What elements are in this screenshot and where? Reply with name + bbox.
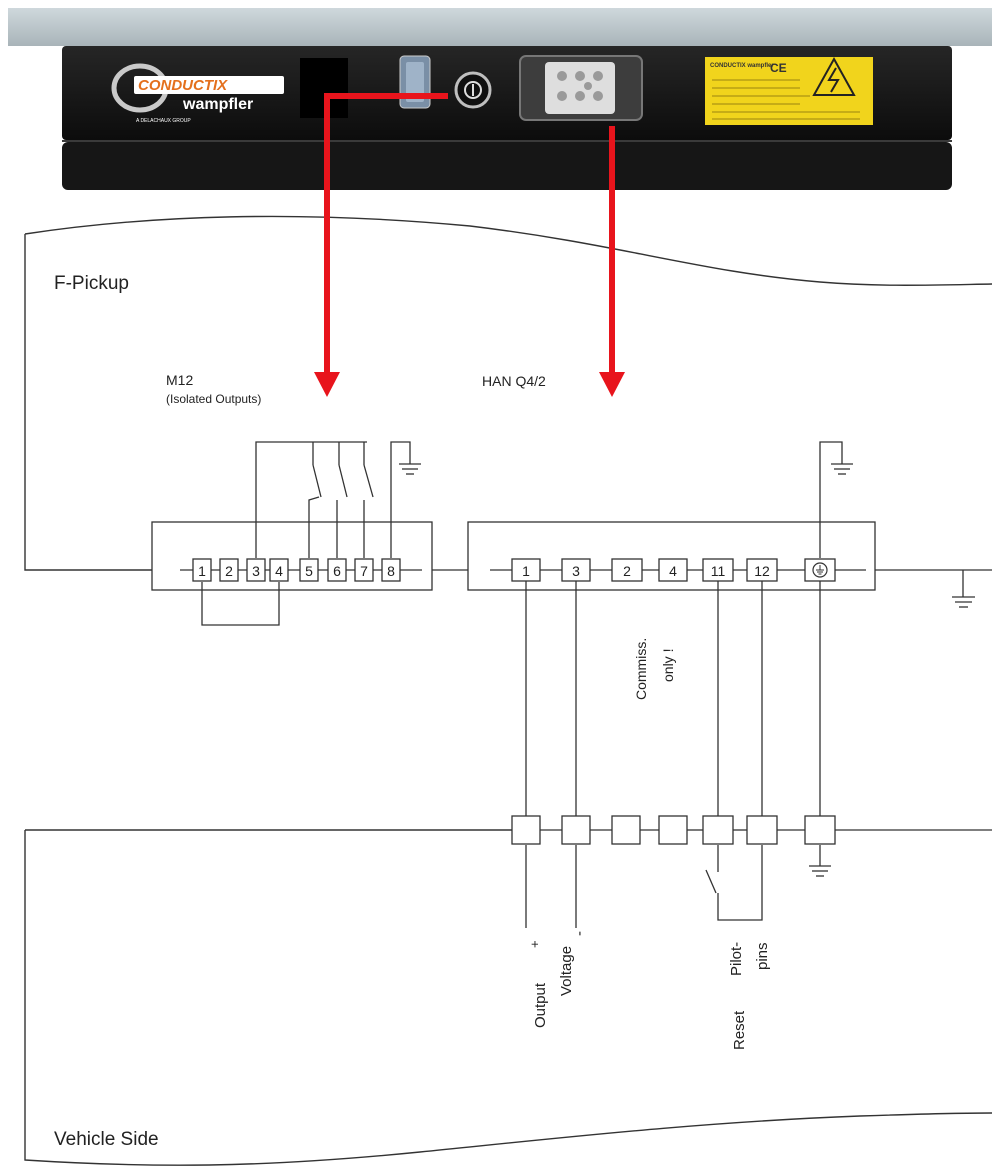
han-connector-photo xyxy=(519,55,643,121)
han-pin-3: 3 xyxy=(561,558,591,582)
arrows xyxy=(314,93,625,397)
vehicle-terminal-4 xyxy=(658,815,688,845)
svg-text:4: 4 xyxy=(669,563,677,579)
vehicle-terminal-12 xyxy=(746,815,778,845)
vehicle-side-section-outline xyxy=(24,829,992,1166)
m12-title: M12 xyxy=(166,372,193,388)
han-connector xyxy=(432,441,992,608)
svg-text:2: 2 xyxy=(225,563,233,579)
svg-text:4: 4 xyxy=(275,563,283,579)
brand-tagline: A DELACHAUX GROUP xyxy=(136,118,191,124)
m12-pin-7: 7 xyxy=(354,558,374,582)
svg-text:11: 11 xyxy=(711,563,726,579)
rating-label: CONDUCTIX wampfler CE xyxy=(705,56,873,125)
vehicle-side-title: Vehicle Side xyxy=(54,1129,159,1150)
svg-text:8: 8 xyxy=(387,563,395,579)
label-output: Output xyxy=(532,982,549,1028)
interconnect-wires xyxy=(525,581,821,816)
svg-text:12: 12 xyxy=(754,563,770,579)
f-pickup-section-outline xyxy=(24,215,992,571)
m12-bridge-1-4 xyxy=(201,582,280,626)
brand-logo: CONDUCTIX wampfler A DELACHAUX GROUP xyxy=(111,63,284,124)
protective-earth-icon xyxy=(812,562,828,578)
han-pin-1: 1 xyxy=(511,558,541,582)
brand-line1: CONDUCTIX xyxy=(138,77,228,94)
label-pins: pins xyxy=(754,942,771,970)
arrow-to-m12 xyxy=(324,93,448,376)
label-minus: - xyxy=(571,931,588,936)
m12-connector xyxy=(151,441,433,626)
han-pin-pe xyxy=(804,558,836,582)
m12-pin-6: 6 xyxy=(327,558,347,582)
device-photo: CONDUCTIX wampfler A DELACHAUX GROUP xyxy=(8,8,992,190)
vehicle-terminal-1 xyxy=(511,815,541,845)
han-pin-11: 11 xyxy=(702,558,734,582)
vehicle-terminal-11 xyxy=(702,815,734,845)
han-title: HAN Q4/2 xyxy=(482,373,546,389)
rating-label-brand: CONDUCTIX wampfler xyxy=(710,63,774,69)
svg-text:5: 5 xyxy=(305,563,313,579)
label-voltage: Voltage xyxy=(558,946,575,996)
device-body-bottom xyxy=(62,142,952,190)
arrow-head-m12-icon xyxy=(314,372,340,397)
commissioning-note-line2: only ! xyxy=(660,649,676,682)
brand-line2: wampfler xyxy=(182,96,253,113)
vehicle-terminal-3 xyxy=(561,815,591,845)
ce-mark: CE xyxy=(770,61,787,75)
svg-text:2: 2 xyxy=(623,563,631,579)
svg-text:7: 7 xyxy=(360,563,368,579)
m12-pin-2: 2 xyxy=(219,558,239,582)
han-pin-12: 12 xyxy=(746,558,778,582)
m12-pin-4: 4 xyxy=(269,558,289,582)
svg-text:3: 3 xyxy=(252,563,260,579)
vehicle-terminal-strip xyxy=(525,829,992,928)
arrow-head-han-icon xyxy=(599,372,625,397)
han-pin-2: 2 xyxy=(611,558,643,582)
mounting-beam xyxy=(8,8,992,46)
m12-pin-5: 5 xyxy=(299,558,319,582)
svg-text:1: 1 xyxy=(198,563,206,579)
svg-text:6: 6 xyxy=(333,563,341,579)
han-pin-4: 4 xyxy=(658,558,688,582)
label-plus: + xyxy=(527,940,542,948)
m12-pin-1: 1 xyxy=(192,558,212,582)
svg-text:3: 3 xyxy=(572,563,580,579)
f-pickup-title: F-Pickup xyxy=(54,273,129,294)
svg-text:1: 1 xyxy=(522,563,530,579)
label-reset: Reset xyxy=(731,1010,748,1050)
vehicle-terminal-pe xyxy=(804,815,836,845)
label-pilot: Pilot- xyxy=(728,942,745,976)
m12-pin-8: 8 xyxy=(381,558,401,582)
m12-pin-3: 3 xyxy=(246,558,266,582)
vehicle-terminal-2 xyxy=(611,815,641,845)
m12-subtitle: (Isolated Outputs) xyxy=(166,392,261,406)
commissioning-note-line1: Commiss. xyxy=(633,638,649,700)
high-voltage-warning-icon xyxy=(812,56,856,96)
